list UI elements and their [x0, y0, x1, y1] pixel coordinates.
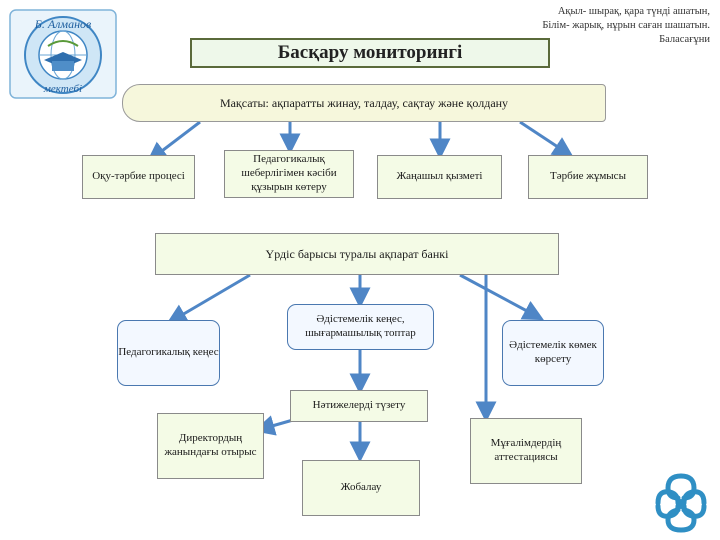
node-results-correction: Нәтижелерді түзету — [290, 390, 428, 422]
node-upbringing-work: Тәрбие жұмысы — [528, 155, 648, 199]
motto-line-3: Баласағұни — [659, 34, 710, 46]
node-teacher-attestation: Мұғалімдердің аттестациясы — [470, 418, 582, 484]
arrow-goal-to-upbringing — [519, 120, 574, 158]
node-innovation: Жаңашыл қызметі — [377, 155, 502, 199]
node-info-bank: Үрдіс барысы туралы ақпарат банкі — [155, 233, 559, 275]
logo-bottom-text: мектебі — [43, 83, 82, 95]
node-pedagogical-council: Педагогикалық кеңес — [117, 320, 220, 386]
goal-box: Мақсаты: ақпаратты жинау, талдау, сақтау… — [122, 84, 606, 122]
logo-top-text: Б. Алманов — [34, 17, 91, 31]
motto-line-2: Білім- жарық, нұрын саған шашатын. — [542, 20, 710, 32]
node-methodical-help: Әдістемелік көмек көрсету — [502, 320, 604, 386]
motto-line-1: Ақыл- шырақ, қара түнді ашатын, — [557, 6, 710, 17]
page-title: Басқару мониторингі — [190, 38, 550, 68]
node-directors-meeting: Директордың жанындағы отырыс — [157, 413, 264, 479]
arrow-bank-to-methodical-help — [459, 273, 544, 321]
node-professional-mastery: Педагогикалық шеберлігімен кәсіби құзыры… — [224, 150, 354, 198]
ornament-icon — [655, 473, 707, 533]
node-educational-process: Оқу-тәрбие процесі — [82, 155, 195, 199]
motto: Ақыл- шырақ, қара түнді ашатын, Білім- ж… — [505, 5, 710, 48]
arrow-bank-to-council — [166, 273, 251, 325]
node-planning: Жобалау — [302, 460, 420, 516]
node-methodical-council: Әдістемелік кеңес, шығармашылық топтар — [287, 304, 434, 350]
arrow-goal-to-process — [146, 120, 201, 163]
school-logo: Б. Алманов мектебі — [9, 9, 117, 99]
